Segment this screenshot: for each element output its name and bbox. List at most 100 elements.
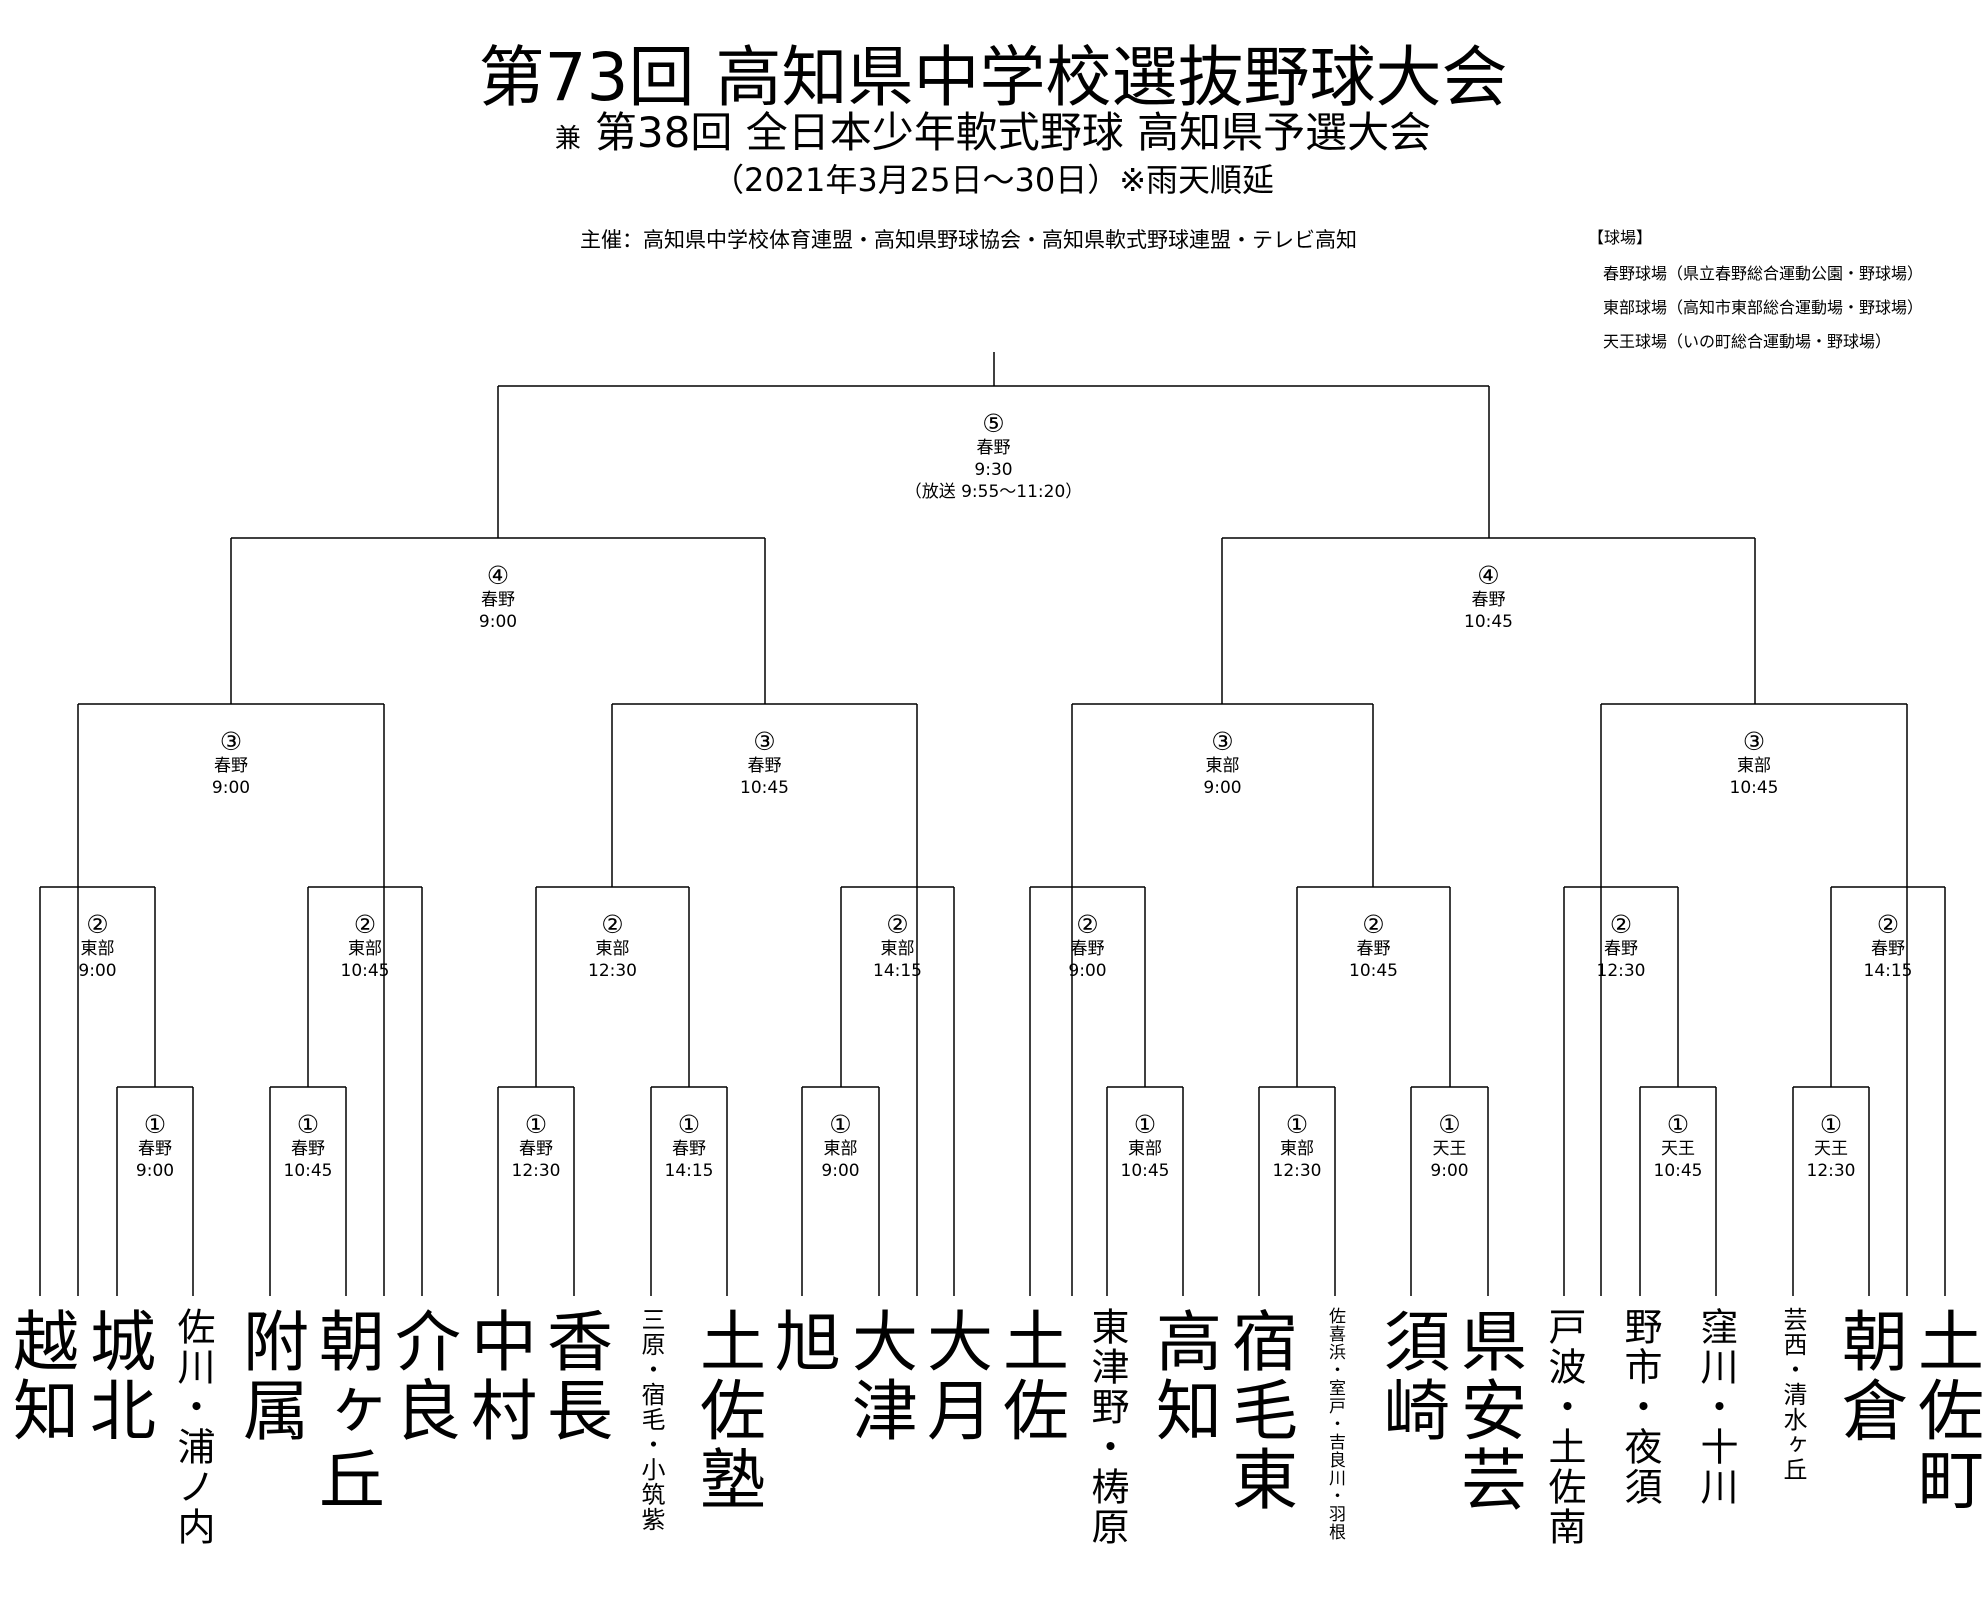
match-time: 9:00 <box>1430 1161 1469 1181</box>
dates: （2021年3月25日～30日）※雨天順延 <box>711 161 1275 199</box>
team-name: 土佐塾 <box>689 1307 766 1514</box>
organizers: 主催：高知県中学校体育連盟・高知県野球協会・高知県軟式野球連盟・テレビ高知 <box>580 228 1357 252</box>
match-time: 12:30 <box>1806 1161 1856 1181</box>
match-num: ① <box>524 1110 548 1139</box>
match-time: 9:00 <box>478 612 518 632</box>
match-time: 10:45 <box>340 961 390 981</box>
ken-label: 兼 <box>554 124 581 154</box>
team-name: 三原・宿毛・小筑紫 <box>637 1307 665 1532</box>
match-time: 10:45 <box>1349 961 1398 981</box>
team-name: 中村 <box>460 1307 537 1445</box>
match-time: 14:15 <box>873 961 922 981</box>
match-venue: 天王 <box>1432 1139 1467 1159</box>
match-num: ① <box>829 1110 852 1139</box>
match-time: 9:00 <box>1068 961 1107 981</box>
team-name: 城北 <box>79 1307 156 1445</box>
match-num: ③ <box>1211 727 1234 756</box>
match-time: 10:45 <box>1653 1161 1703 1181</box>
match-time: 9:00 <box>1203 778 1242 798</box>
match-time: 9:00 <box>821 1161 860 1181</box>
match-time: 10:45 <box>1464 612 1513 632</box>
team-name: 土佐 <box>992 1307 1069 1445</box>
match-num: ③ <box>219 727 243 756</box>
match-num: ① <box>1819 1110 1843 1139</box>
match-venue: 春野 <box>976 438 1011 458</box>
team-name: 芸西・清水ヶ丘 <box>1779 1307 1807 1482</box>
match-time: 14:15 <box>664 1161 714 1181</box>
match-num: ① <box>1133 1110 1157 1139</box>
venue-heading: 【球場】 <box>1588 228 1653 247</box>
team-name: 介良 <box>384 1307 461 1445</box>
match-num: ④ <box>486 561 510 590</box>
match-venue: 春野 <box>519 1139 553 1159</box>
match-venue: 春野 <box>1356 939 1391 959</box>
match-venue: 東部 <box>1128 1139 1162 1159</box>
match-venue: 東部 <box>823 1139 858 1159</box>
match-num: ⑤ <box>982 409 1005 438</box>
match-time: 9:00 <box>135 1161 175 1181</box>
match-num: ④ <box>1477 561 1500 590</box>
match-time: 12:30 <box>588 961 637 981</box>
match-num: ② <box>1362 910 1385 939</box>
match-venue: 春野 <box>214 756 248 776</box>
subtitle-text: 第38回 全日本少年軟式野球 高知県予選大会 <box>594 108 1432 157</box>
team-name: 須崎 <box>1373 1307 1450 1445</box>
match-time: 10:45 <box>283 1161 333 1181</box>
team-name: 旭 <box>764 1307 841 1376</box>
match-num: ① <box>296 1110 320 1139</box>
match-venue: 春野 <box>138 1139 172 1159</box>
venue-item: 春野球場（県立春野総合運動公園・野球場） <box>1603 264 1924 283</box>
match-venue: 東部 <box>1737 756 1771 776</box>
team-name: 土佐町 <box>1907 1307 1984 1514</box>
match-time: 14:15 <box>1863 961 1913 981</box>
match-time: 10:45 <box>1120 1161 1170 1181</box>
team-name: 大月 <box>916 1307 993 1445</box>
match-num: ② <box>86 910 109 939</box>
team-name: 宿毛東 <box>1221 1307 1298 1514</box>
match-venue: 天王 <box>1661 1139 1695 1159</box>
match-note: （放送 9:55～11:20） <box>904 482 1083 502</box>
match-num: ② <box>1076 910 1099 939</box>
match-time: 12:30 <box>1272 1161 1322 1181</box>
match-num: ① <box>1666 1110 1690 1139</box>
team-name: 佐川・浦ノ内 <box>171 1307 215 1547</box>
match-venue: 東部 <box>880 939 915 959</box>
match-venue: 東部 <box>595 939 630 959</box>
page-title: 第73回 高知県中学校選抜野球大会 <box>478 39 1508 116</box>
match-num: ② <box>601 910 624 939</box>
match-venue: 天王 <box>1814 1139 1848 1159</box>
match-num: ② <box>1609 910 1633 939</box>
match-venue: 東部 <box>348 939 382 959</box>
match-venue: 春野 <box>1471 590 1506 610</box>
match-time: 12:30 <box>511 1161 561 1181</box>
match-venue: 春野 <box>291 1139 325 1159</box>
match-time: 9:30 <box>974 460 1013 480</box>
match-num: ③ <box>753 727 776 756</box>
match-venue: 東部 <box>1280 1139 1314 1159</box>
match-num: ① <box>143 1110 167 1139</box>
team-name: 県安芸 <box>1450 1307 1527 1514</box>
team-name: 野市・夜須 <box>1618 1307 1662 1507</box>
match-venue: 春野 <box>1070 939 1105 959</box>
team-name: 大津 <box>841 1307 918 1445</box>
match-venue: 春野 <box>481 590 515 610</box>
match-time: 10:45 <box>1729 778 1779 798</box>
match-num: ② <box>1876 910 1900 939</box>
match-time: 10:45 <box>740 778 789 798</box>
